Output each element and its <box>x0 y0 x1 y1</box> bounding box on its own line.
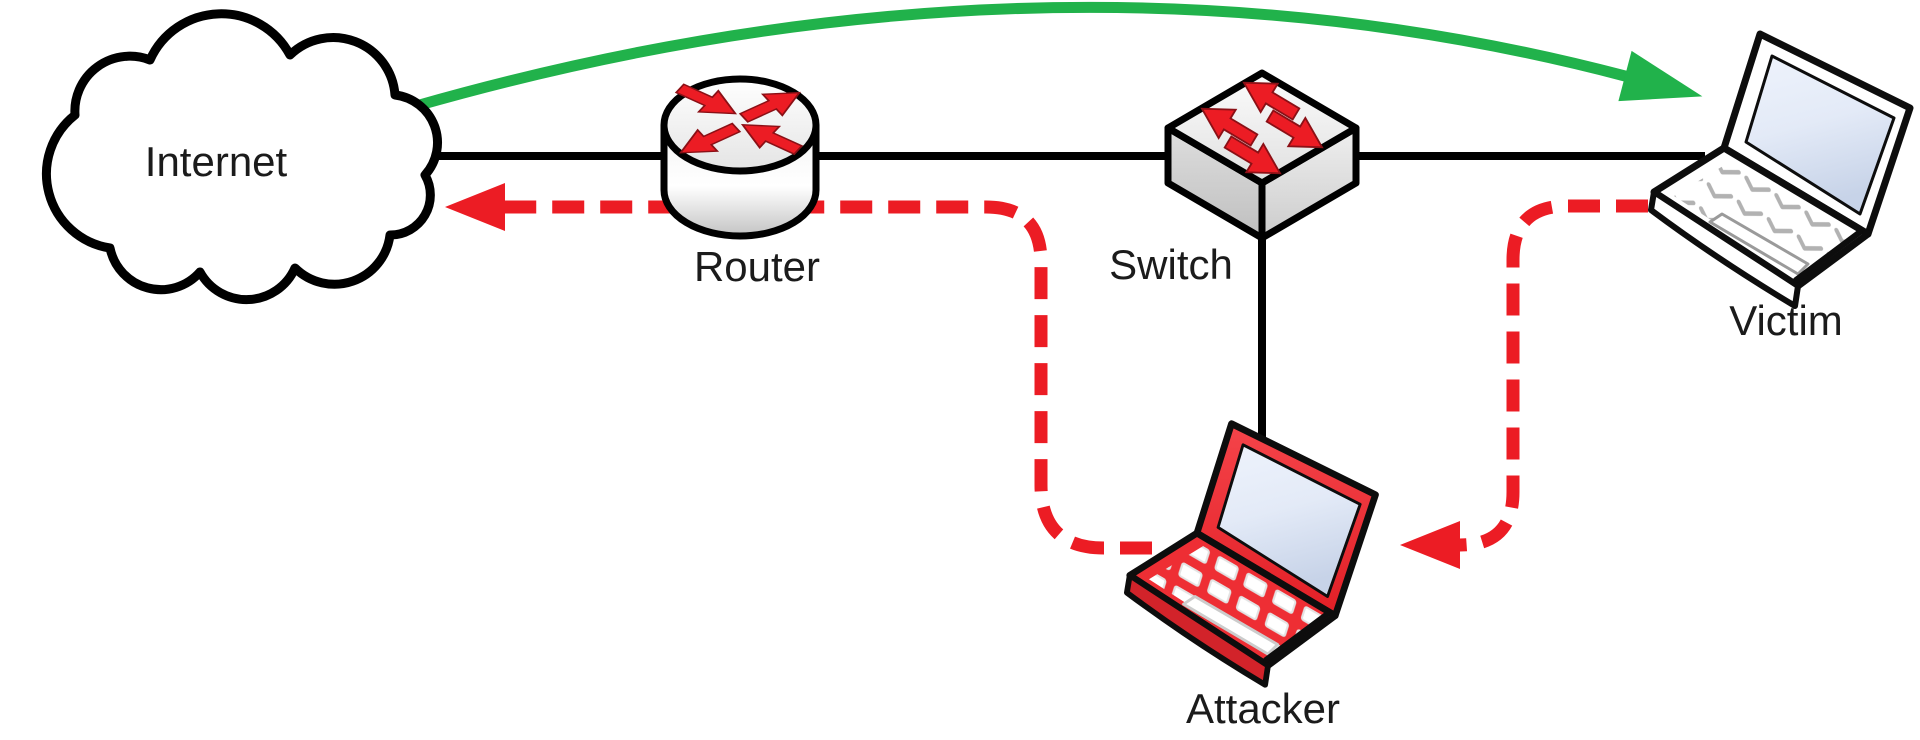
intercepted-traffic-attacker-to-internet-arrow <box>445 183 1152 555</box>
attacker-laptop-icon <box>1124 420 1379 688</box>
victim-laptop-icon <box>1648 30 1914 309</box>
router-label: Router <box>693 243 821 290</box>
intercepted-traffic-victim-to-attacker-arrow <box>1400 199 1648 569</box>
internet-label: Internet <box>144 138 288 185</box>
switch-icon <box>1164 69 1360 242</box>
victim-label: Victim <box>1729 297 1843 344</box>
internet-cloud-icon <box>41 9 442 305</box>
attacker-label: Attacker <box>1185 685 1341 732</box>
router-icon <box>660 75 820 240</box>
switch-label: Switch <box>1109 241 1233 288</box>
legitimate-traffic-arrow <box>410 1 1703 112</box>
